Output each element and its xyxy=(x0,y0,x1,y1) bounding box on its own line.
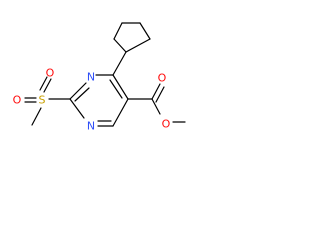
atom-n1: N xyxy=(87,120,95,133)
bond-n3-c2-double xyxy=(74,87,90,102)
bond-s-o-bottom-double xyxy=(43,78,52,93)
bond-ring-c4-c5 xyxy=(139,22,151,40)
bond-c5-c4 xyxy=(112,74,129,100)
bond-c2-n1 xyxy=(69,98,85,119)
atom-sulfur: S xyxy=(39,94,46,107)
bond-s-methyl xyxy=(31,107,42,126)
bond-n3-c2 xyxy=(69,82,87,100)
atom-carbonyl-oxygen: O xyxy=(158,72,167,85)
atom-n3: N xyxy=(87,71,95,84)
bond-c6-c5 xyxy=(112,98,129,127)
atom-ester-oxygen: O xyxy=(162,118,171,131)
chemical-structure: N N S O O O O xyxy=(13,22,186,133)
bond-s-o-bottom xyxy=(39,76,48,91)
atom-sulfonyl-oxygen-top: O xyxy=(46,67,55,80)
bond-carbonyl-o-double xyxy=(155,86,165,103)
bond-ring-c2-c3 xyxy=(113,22,123,40)
bond-c4-cyclopentyl xyxy=(112,51,127,76)
bond-ring-c5-c1 xyxy=(125,38,151,53)
bonds xyxy=(24,22,186,127)
bond-ring-c1-c2 xyxy=(113,38,127,53)
bond-c5-c4-double xyxy=(109,79,123,99)
atom-labels: N N S O O O O xyxy=(13,67,171,133)
atom-sulfonyl-oxygen-left: O xyxy=(13,94,22,107)
bond-carbonyl-o-ester xyxy=(151,98,161,115)
bond-carbonyl-o xyxy=(151,83,161,100)
